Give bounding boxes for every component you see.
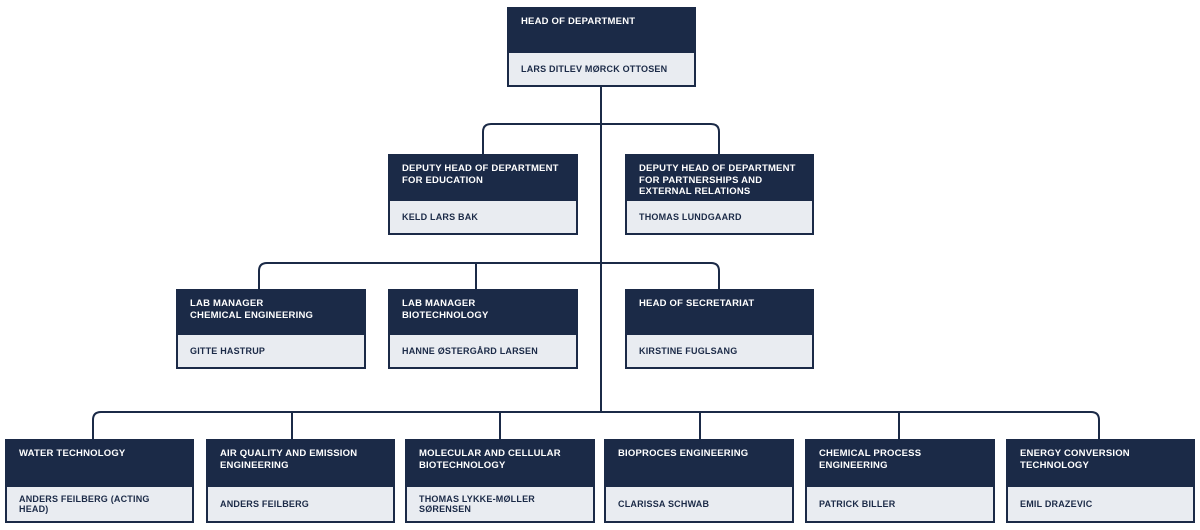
deputies-box-1: DEPUTY HEAD OF DEPARTMENT FOR EDUCATION K…: [388, 154, 578, 235]
deputies-drop-2: [710, 123, 720, 154]
deputies-box-2: DEPUTY HEAD OF DEPARTMENT FOR PARTNERSHI…: [625, 154, 814, 235]
sections-box-5: CHEMICAL PROCESS ENGINEERING PATRICK BILL…: [805, 439, 995, 523]
person-name: THOMAS LUNDGAARD: [639, 212, 742, 222]
role-title: ENERGY CONVERSION TECHNOLOGY: [1008, 441, 1193, 487]
role-title: HEAD OF DEPARTMENT: [509, 9, 694, 53]
managers-drop-1: [258, 262, 268, 289]
person-name: LARS DITLEV MØRCK OTTOSEN: [521, 64, 668, 74]
person-name: ANDERS FEILBERG (ACTING HEAD): [19, 494, 150, 514]
role-title: DEPUTY HEAD OF DEPARTMENT FOR EDUCATION: [390, 156, 576, 201]
sections-box-2: AIR QUALITY AND EMISSION ENGINEERING ANDE…: [206, 439, 395, 523]
sections-drop-6: [1090, 411, 1100, 439]
role-title: AIR QUALITY AND EMISSION ENGINEERING: [208, 441, 393, 487]
person-name: EMIL DRAZEVIC: [1020, 499, 1093, 509]
sections-box-6: ENERGY CONVERSION TECHNOLOGY EMIL DRAZEVI…: [1006, 439, 1195, 523]
head-box-1: HEAD OF DEPARTMENT LARS DITLEV MØRCK OTTO…: [507, 7, 696, 87]
managers-drop-3: [710, 262, 720, 289]
person-name: ANDERS FEILBERG: [220, 499, 310, 509]
sections-box-4: BIOPROCES ENGINEERING CLARISSA SCHWAB: [604, 439, 794, 523]
role-title: LAB MANAGER BIOTECHNOLOGY: [390, 291, 576, 335]
role-title: HEAD OF SECRETARIAT: [627, 291, 812, 335]
deputies-drop-1: [482, 123, 492, 154]
managers-box-3: HEAD OF SECRETARIAT KIRSTINE FUGLSANG: [625, 289, 814, 369]
managers-box-1: LAB MANAGER CHEMICAL ENGINEERING GITTE HA…: [176, 289, 366, 369]
sections-box-3: MOLECULAR AND CELLULAR BIOTECHNOLOGY THOM…: [405, 439, 595, 523]
person-name: GITTE HASTRUP: [190, 346, 266, 356]
role-title: MOLECULAR AND CELLULAR BIOTECHNOLOGY: [407, 441, 593, 487]
person-name: HANNE ØSTERGÅRD LARSEN: [402, 346, 538, 356]
person-name: PATRICK BILLER: [819, 499, 896, 509]
managers-box-2: LAB MANAGER BIOTECHNOLOGY HANNE ØSTERGÅRD…: [388, 289, 578, 369]
sections-drop-1: [92, 411, 102, 439]
role-title: BIOPROCES ENGINEERING: [606, 441, 792, 487]
role-title: WATER TECHNOLOGY: [7, 441, 192, 487]
role-title: LAB MANAGER CHEMICAL ENGINEERING: [178, 291, 364, 335]
sections-box-1: WATER TECHNOLOGY ANDERS FEILBERG (ACTING …: [5, 439, 194, 523]
person-name: THOMAS LYKKE-MØLLER SØRENSEN: [419, 494, 535, 514]
person-name: KIRSTINE FUGLSANG: [639, 346, 738, 356]
role-title: CHEMICAL PROCESS ENGINEERING: [807, 441, 993, 487]
person-name: KELD LARS BAK: [402, 212, 479, 222]
person-name: CLARISSA SCHWAB: [618, 499, 710, 509]
role-title: DEPUTY HEAD OF DEPARTMENT FOR PARTNERSHI…: [627, 156, 812, 201]
